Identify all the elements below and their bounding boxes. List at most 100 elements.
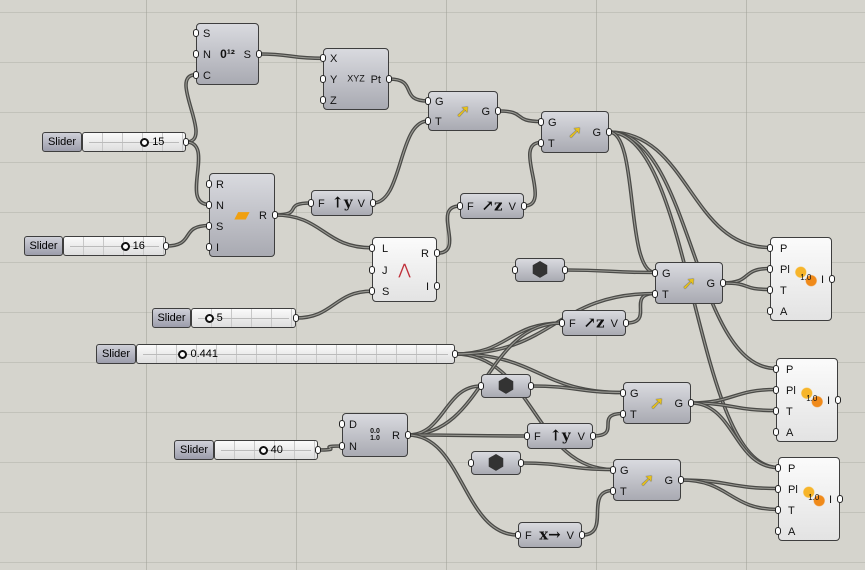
- output-port-v[interactable]: [590, 432, 596, 440]
- output-port[interactable]: [183, 138, 189, 146]
- geometry-param-component[interactable]: ⬢: [512, 258, 568, 282]
- input-port-t[interactable]: [773, 406, 779, 415]
- input-port-d[interactable]: [339, 420, 345, 428]
- input-port-pl[interactable]: [775, 484, 781, 493]
- slider-grip-icon[interactable]: [258, 445, 268, 455]
- input-port-t[interactable]: [652, 289, 658, 298]
- input-port-n[interactable]: [206, 200, 212, 209]
- output-port-g[interactable]: [720, 279, 726, 287]
- output-port-g[interactable]: [688, 399, 694, 407]
- output-port-v[interactable]: [521, 202, 527, 210]
- output-port-i[interactable]: [837, 495, 843, 503]
- number-slider[interactable]: 5: [191, 308, 296, 328]
- output-port-g[interactable]: [495, 107, 501, 115]
- input-port-r[interactable]: [206, 179, 212, 188]
- output-port-r[interactable]: [405, 431, 411, 439]
- input-port-g[interactable]: [652, 268, 658, 277]
- geometry-param-component[interactable]: ⬢: [468, 451, 524, 475]
- input-port-p[interactable]: [773, 364, 779, 373]
- output-port-v[interactable]: [579, 531, 585, 539]
- output-port-v[interactable]: [623, 319, 629, 327]
- input-port-g[interactable]: [425, 97, 431, 105]
- output-port-pt[interactable]: [386, 75, 392, 83]
- output-port[interactable]: [452, 350, 458, 358]
- output-port-r[interactable]: [434, 249, 440, 258]
- input-port-f[interactable]: [457, 202, 463, 210]
- number-slider[interactable]: 15: [82, 132, 186, 152]
- input-port-f[interactable]: [308, 199, 314, 207]
- slider-grip-icon[interactable]: [204, 313, 214, 323]
- output-port-i[interactable]: [434, 281, 440, 290]
- output-port-i[interactable]: [835, 396, 841, 404]
- slider-value[interactable]: 15: [140, 136, 164, 149]
- geometry-param-component[interactable]: ⬢: [478, 374, 534, 398]
- output-port[interactable]: [518, 459, 524, 467]
- input-port-n[interactable]: [193, 50, 199, 58]
- input-port-z[interactable]: [320, 95, 326, 104]
- input-port-l[interactable]: [369, 243, 375, 252]
- slider-grip-icon[interactable]: [178, 349, 188, 359]
- output-port-i[interactable]: [829, 275, 835, 283]
- slider-value[interactable]: 16: [120, 240, 145, 253]
- slider-value[interactable]: 40: [258, 444, 283, 457]
- input-port-x[interactable]: [320, 54, 326, 63]
- input-port-t[interactable]: [620, 409, 626, 418]
- output-port[interactable]: [528, 382, 534, 390]
- input-port-y[interactable]: [320, 75, 326, 83]
- slider-grip-icon[interactable]: [120, 241, 130, 251]
- input-port-c[interactable]: [193, 70, 199, 79]
- input-port[interactable]: [512, 266, 518, 274]
- input-port-s[interactable]: [206, 221, 212, 230]
- input-port-s[interactable]: [369, 287, 375, 296]
- slider-grip-icon[interactable]: [140, 137, 150, 147]
- input-port-f[interactable]: [559, 319, 565, 327]
- input-port-s[interactable]: [193, 29, 199, 38]
- output-port-s[interactable]: [256, 50, 262, 58]
- input-port-f[interactable]: [515, 531, 521, 539]
- input-port[interactable]: [478, 382, 484, 390]
- output-port[interactable]: [293, 314, 299, 322]
- output-port[interactable]: [315, 446, 321, 454]
- input-port-a[interactable]: [775, 526, 781, 535]
- slider-value[interactable]: 0.441: [178, 348, 218, 361]
- output-port[interactable]: [163, 242, 169, 250]
- output-port[interactable]: [562, 266, 568, 274]
- input-port-a[interactable]: [767, 306, 773, 315]
- input-port-t[interactable]: [538, 138, 544, 147]
- slider-label-button[interactable]: Slider: [96, 344, 136, 364]
- slider-label-button[interactable]: Slider: [152, 308, 191, 328]
- input-port-g[interactable]: [538, 117, 544, 126]
- input-port-n[interactable]: [339, 442, 345, 450]
- input-port[interactable]: [468, 459, 474, 467]
- slider-value[interactable]: 5: [204, 312, 223, 325]
- input-port-f[interactable]: [524, 432, 530, 440]
- output-port-r[interactable]: [272, 211, 278, 219]
- slider-label-button[interactable]: Slider: [174, 440, 214, 460]
- input-port-pl[interactable]: [767, 264, 773, 273]
- number-slider[interactable]: 16: [63, 236, 166, 256]
- output-port-g[interactable]: [606, 128, 612, 136]
- input-port-p[interactable]: [767, 243, 773, 252]
- output-port-v[interactable]: [370, 199, 376, 207]
- input-port-t[interactable]: [767, 285, 773, 294]
- input-port-j[interactable]: [369, 265, 375, 274]
- slider-label-button[interactable]: Slider: [24, 236, 63, 256]
- input-port-i[interactable]: [206, 242, 212, 251]
